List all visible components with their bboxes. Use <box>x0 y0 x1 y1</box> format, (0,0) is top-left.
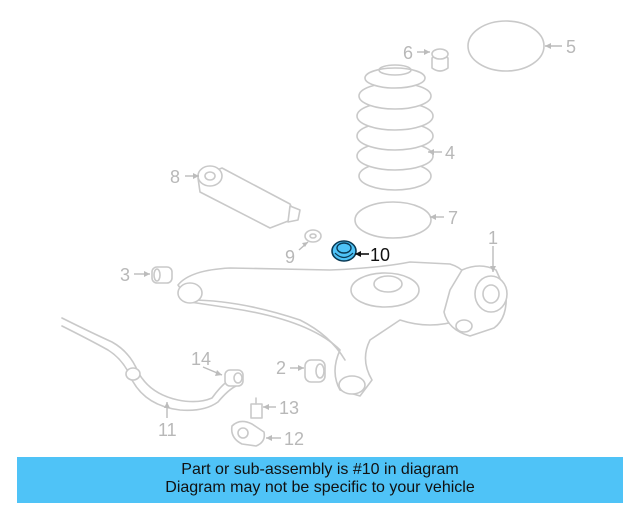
callout-13: 13 <box>279 398 299 418</box>
part-9-washer <box>304 229 322 243</box>
part-8-shock-absorber <box>197 165 301 229</box>
callout-4: 4 <box>445 143 455 163</box>
callout-6: 6 <box>403 43 413 63</box>
part-6-bump-stop <box>431 48 449 72</box>
callout-9: 9 <box>285 247 295 267</box>
callout-14: 14 <box>191 349 211 369</box>
callout-labels: 1 2 3 4 5 6 7 8 9 10 11 12 13 14 <box>120 37 576 449</box>
part-14-end-link <box>224 369 244 387</box>
banner-line-2: Diagram may not be specific to your vehi… <box>165 479 475 496</box>
leader-line-10 <box>355 251 369 257</box>
lower-control-arm <box>177 261 471 397</box>
callout-2: 2 <box>276 358 286 378</box>
parts-diagram: 1 2 3 4 5 6 7 8 9 10 11 12 13 14 <box>61 20 576 449</box>
part-4-coil-spring <box>356 64 434 191</box>
info-banner: Part or sub-assembly is #10 in diagram D… <box>17 457 623 503</box>
callout-3: 3 <box>120 265 130 285</box>
callout-1: 1 <box>488 228 498 248</box>
callout-10: 10 <box>370 245 390 265</box>
part-13-bolt <box>250 397 263 419</box>
callout-5: 5 <box>566 37 576 57</box>
callout-7: 7 <box>448 208 458 228</box>
part-11-stabilizer-bar <box>61 317 237 412</box>
part-10-bushing-highlighted <box>331 240 357 262</box>
callout-12: 12 <box>284 429 304 449</box>
banner-line-1: Part or sub-assembly is #10 in diagram <box>181 461 459 478</box>
part-12-clamp <box>230 420 266 447</box>
part-1-steering-knuckle <box>443 265 508 337</box>
callout-8: 8 <box>170 167 180 187</box>
part-7-ring <box>354 201 432 239</box>
part-3-bushing <box>151 266 173 284</box>
callout-11: 11 <box>158 420 177 440</box>
part-5-ring <box>467 20 545 72</box>
part-2-bushing <box>304 359 326 383</box>
leader-lines <box>134 43 562 441</box>
